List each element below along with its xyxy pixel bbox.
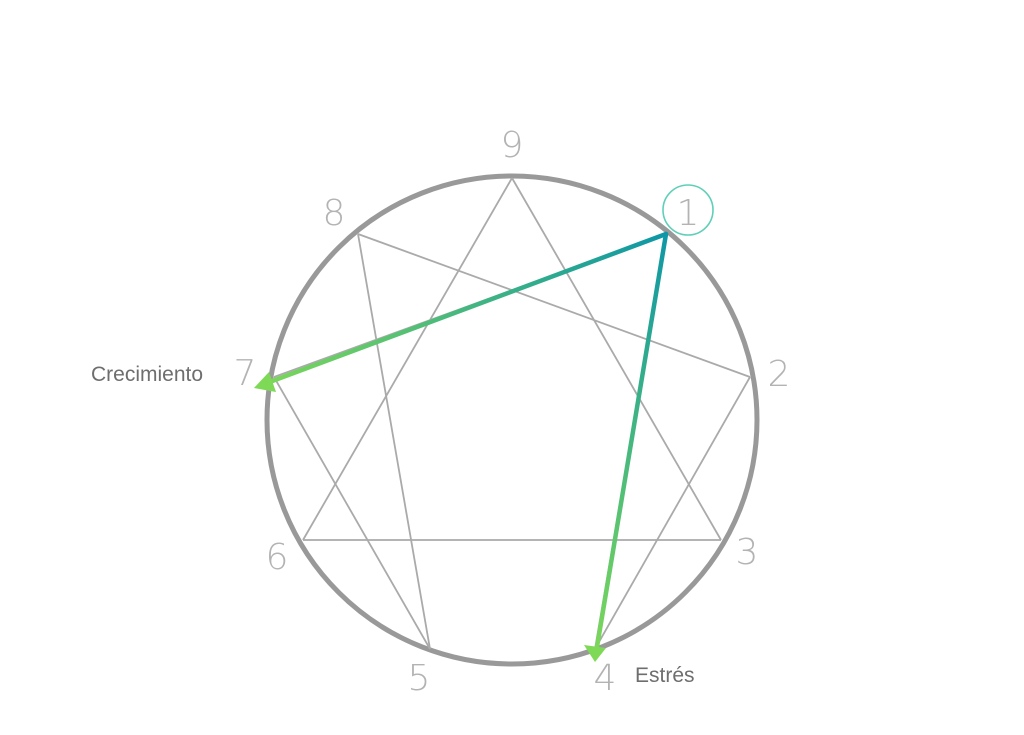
point-numbers: 9 1 2 3 4 5 6 7 8: [234, 125, 791, 699]
inner-line-5-7: [273, 376, 431, 650]
point-label-2: 2: [768, 354, 791, 395]
stress-arrow-line: [594, 231, 669, 650]
point-label-3: 3: [736, 532, 759, 573]
point-label-4: 4: [594, 658, 617, 699]
inner-line-8-5: [357, 233, 431, 650]
point-label-5: 5: [408, 658, 431, 699]
inner-line-2-8: [357, 233, 751, 378]
point-label-1: 1: [677, 193, 700, 234]
highlight-ring-1: [662, 184, 714, 236]
growth-label: Crecimiento: [91, 363, 203, 386]
point-label-6: 6: [266, 537, 289, 578]
outer-circle: [264, 173, 760, 667]
stress-label: Estrés: [635, 664, 695, 687]
growth-arrowhead: [254, 372, 276, 392]
growth-arrow-line: [264, 231, 669, 386]
point-label-7: 7: [234, 353, 257, 394]
inner-line-9-3: [511, 177, 722, 541]
arrows: [254, 231, 669, 662]
stress-arrowhead: [584, 645, 606, 662]
point-label-8: 8: [323, 193, 346, 234]
inner-line-6-9: [302, 177, 513, 541]
inner-line-4-2: [594, 376, 751, 650]
inner-lines: [273, 177, 751, 650]
point-label-9: 9: [501, 125, 524, 166]
